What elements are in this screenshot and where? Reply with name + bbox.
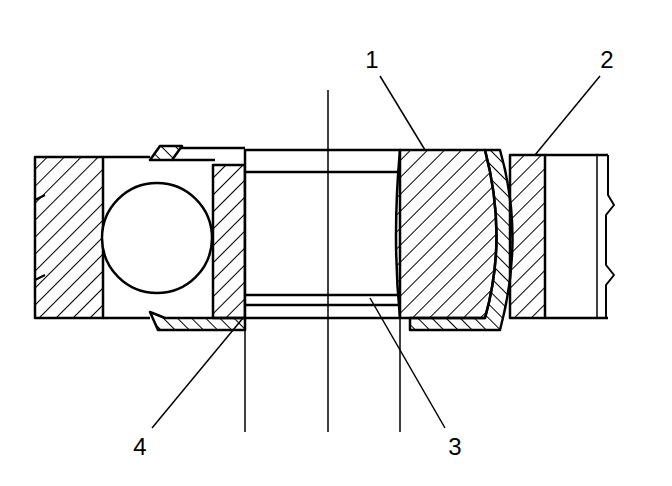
callout-number: 2	[600, 48, 613, 72]
callout-number: 4	[133, 435, 146, 459]
callout-number: 3	[448, 435, 461, 459]
callout-number: 1	[365, 48, 378, 72]
leader-lines	[152, 76, 600, 428]
